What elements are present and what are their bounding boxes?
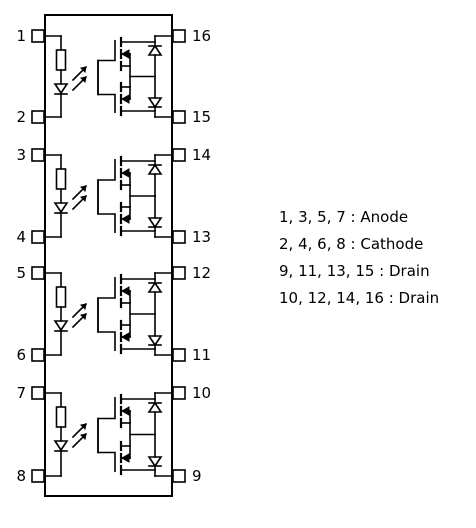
channel-3 <box>44 272 174 356</box>
pin-number: 11 <box>192 346 211 364</box>
pin-number: 9 <box>192 467 202 485</box>
legend-line: 1, 3, 5, 7 : Anode <box>279 208 408 226</box>
pin-8: 8 <box>16 467 45 485</box>
pin-1: 1 <box>16 27 45 45</box>
pin-number: 10 <box>192 384 211 402</box>
light-arrow-head <box>79 313 87 321</box>
pin-number: 14 <box>192 146 211 164</box>
pin-pad <box>172 230 186 244</box>
legend-line: 9, 11, 13, 15 : Drain <box>279 262 430 280</box>
pin-number: 12 <box>192 264 211 282</box>
light-arrow-head <box>79 303 87 311</box>
pin-15: 15 <box>172 108 211 126</box>
pin-5: 5 <box>16 264 45 282</box>
pin-pad <box>31 348 45 362</box>
led-icon <box>53 202 69 214</box>
mosfet-arrow-icon <box>120 332 130 342</box>
pin-number: 2 <box>16 108 26 126</box>
pin-number: 7 <box>16 384 26 402</box>
pin-3: 3 <box>16 146 45 164</box>
light-arrow-head <box>79 76 87 84</box>
pin-pad <box>172 266 186 280</box>
legend-line: 2, 4, 6, 8 : Cathode <box>279 235 423 253</box>
resistor <box>55 286 67 308</box>
pin-13: 13 <box>172 228 211 246</box>
pin-11: 11 <box>172 346 211 364</box>
pin-pad <box>31 148 45 162</box>
diode-icon <box>147 335 163 347</box>
resistor <box>55 406 67 428</box>
legend-line: 10, 12, 14, 16 : Drain <box>279 289 439 307</box>
diode-icon <box>147 217 163 229</box>
pin-number: 13 <box>192 228 211 246</box>
gate-wire <box>97 159 116 233</box>
pin-pad <box>172 469 186 483</box>
pin-number: 15 <box>192 108 211 126</box>
pin-number: 4 <box>16 228 26 246</box>
pin-pad <box>172 29 186 43</box>
diode-icon <box>147 163 163 175</box>
mosfet-arrow-icon <box>120 406 130 416</box>
pin-pad <box>31 29 45 43</box>
gate-wire <box>97 397 116 472</box>
diode-icon <box>147 97 163 109</box>
pin-pad <box>172 110 186 124</box>
resistor <box>55 168 67 190</box>
pin-9: 9 <box>172 467 202 485</box>
pin-number: 8 <box>16 467 26 485</box>
pin-10: 10 <box>172 384 211 402</box>
pin-pad <box>31 469 45 483</box>
pin-number: 16 <box>192 27 211 45</box>
light-arrow-head <box>79 185 87 193</box>
pin-2: 2 <box>16 108 45 126</box>
pin-number: 6 <box>16 346 26 364</box>
light-arrow-head <box>79 66 87 74</box>
pin-7: 7 <box>16 384 45 402</box>
mosfet-arrow-icon <box>120 214 130 224</box>
pin-pad <box>172 348 186 362</box>
pin-legend: 1, 3, 5, 7 : Anode 2, 4, 6, 8 : Cathode … <box>279 208 439 307</box>
channel-group <box>44 35 174 477</box>
pin-number: 5 <box>16 264 26 282</box>
pin-pad <box>31 230 45 244</box>
diode-icon <box>147 401 163 413</box>
led-icon <box>53 320 69 332</box>
pin-pad <box>172 386 186 400</box>
gate-wire <box>97 40 116 113</box>
diode-icon <box>147 456 163 468</box>
mosfet-arrow-icon <box>120 168 130 178</box>
light-arrow-head <box>79 423 87 431</box>
pin-12: 12 <box>172 264 211 282</box>
pin-number: 1 <box>16 27 26 45</box>
mosfet-arrow-icon <box>120 453 130 463</box>
pin-6: 6 <box>16 346 45 364</box>
gate-wire <box>97 277 116 351</box>
channel-2 <box>44 154 174 238</box>
resistor <box>55 49 67 71</box>
channel-1 <box>44 35 174 118</box>
channel-4 <box>44 392 174 477</box>
pin-16: 16 <box>172 27 211 45</box>
pin-4: 4 <box>16 228 45 246</box>
diode-icon <box>147 281 163 293</box>
pin-pad <box>31 110 45 124</box>
diode-icon <box>147 44 163 56</box>
mosfet-arrow-icon <box>120 286 130 296</box>
pin-pad <box>31 266 45 280</box>
pin-number: 3 <box>16 146 26 164</box>
light-arrow-head <box>79 195 87 203</box>
led-icon <box>53 440 69 452</box>
pin-14: 14 <box>172 146 211 164</box>
light-arrow-head <box>79 433 87 441</box>
led-icon <box>53 83 69 95</box>
mosfet-arrow-icon <box>120 49 130 59</box>
pin-pad <box>31 386 45 400</box>
package-outline <box>44 14 173 497</box>
mosfet-arrow-icon <box>120 94 130 104</box>
pin-pad <box>172 148 186 162</box>
